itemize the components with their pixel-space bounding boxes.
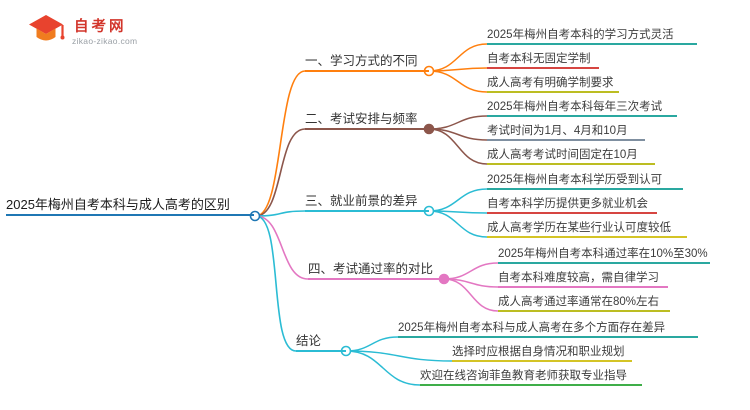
root-node-label: 2025年梅州自考本科与成人高考的区别 [6, 195, 254, 216]
graduation-cap-icon [29, 15, 65, 41]
branch3-label: 三、就业前景的差异 [305, 193, 429, 212]
leaf-node: 2025年梅州自考本科每年三次考试 [487, 100, 677, 117]
branch2-label: 二、考试安排与频率 [305, 111, 429, 130]
leaf-node: 2025年梅州自考本科学历受到认可 [487, 173, 683, 190]
link-branch1-leaf3 [428, 70, 488, 93]
link-root-branch2 [255, 128, 306, 217]
leaf-node: 2025年梅州自考本科的学习方式灵活 [487, 28, 697, 45]
site-logo[interactable]: 自考网 zikao-zikao.com [24, 10, 184, 60]
link-branch4-leaf1 [443, 262, 499, 280]
link-branch3-leaf3 [428, 210, 488, 238]
leaf-node: 成人高考有明确学制要求 [487, 76, 619, 93]
leaf-node: 选择时应根据自身情况和职业规划 [452, 345, 632, 362]
link-branch3-leaf1 [428, 188, 488, 212]
link-branch2-leaf2 [428, 128, 488, 141]
link-branch3-leaf2 [428, 210, 488, 214]
leaf-node: 2025年梅州自考本科与成人高考在多个方面存在差异 [398, 321, 698, 338]
logo-title: 自考网 [74, 19, 127, 35]
leaf-node: 欢迎在线咨询菲鱼教育老师获取专业指导 [420, 369, 642, 386]
link-root-branch3 [255, 210, 306, 217]
leaf-node: 成人高考通过率通常在80%左右 [498, 295, 670, 312]
leaf-node: 成人高考考试时间固定在10月 [487, 148, 655, 165]
branch4-label: 四、考试通过率的对比 [308, 261, 444, 280]
link-root-branch1 [255, 70, 306, 217]
link-branch4-leaf2 [443, 278, 499, 288]
link-root-branch4 [255, 215, 309, 280]
leaf-node: 2025年梅州自考本科通过率在10%至30% [498, 247, 710, 264]
link-root-branch5 [255, 215, 297, 352]
leaf-node: 自考本科难度较高，需自律学习 [498, 271, 668, 288]
leaf-node: 考试时间为1月、4月和10月 [487, 124, 645, 141]
link-branch1-leaf1 [428, 43, 488, 72]
link-branch5-leaf3 [345, 350, 421, 386]
branch5-label: 结论 [296, 333, 346, 352]
leaf-node: 自考本科学历提供更多就业机会 [487, 197, 657, 214]
link-branch1-leaf2 [428, 67, 488, 72]
link-branch5-leaf1 [345, 336, 399, 352]
logo-domain: zikao-zikao.com [72, 36, 138, 46]
link-branch4-leaf3 [443, 278, 499, 312]
leaf-node: 自考本科无固定学制 [487, 52, 599, 69]
link-branch2-leaf1 [428, 115, 488, 130]
branch1-label: 一、学习方式的不同 [305, 53, 429, 72]
leaf-node: 成人高考学历在某些行业认可度较低 [487, 221, 687, 238]
root-node-circle[interactable] [249, 210, 261, 222]
link-branch2-leaf3 [428, 128, 488, 165]
link-branch5-leaf2 [345, 350, 453, 362]
